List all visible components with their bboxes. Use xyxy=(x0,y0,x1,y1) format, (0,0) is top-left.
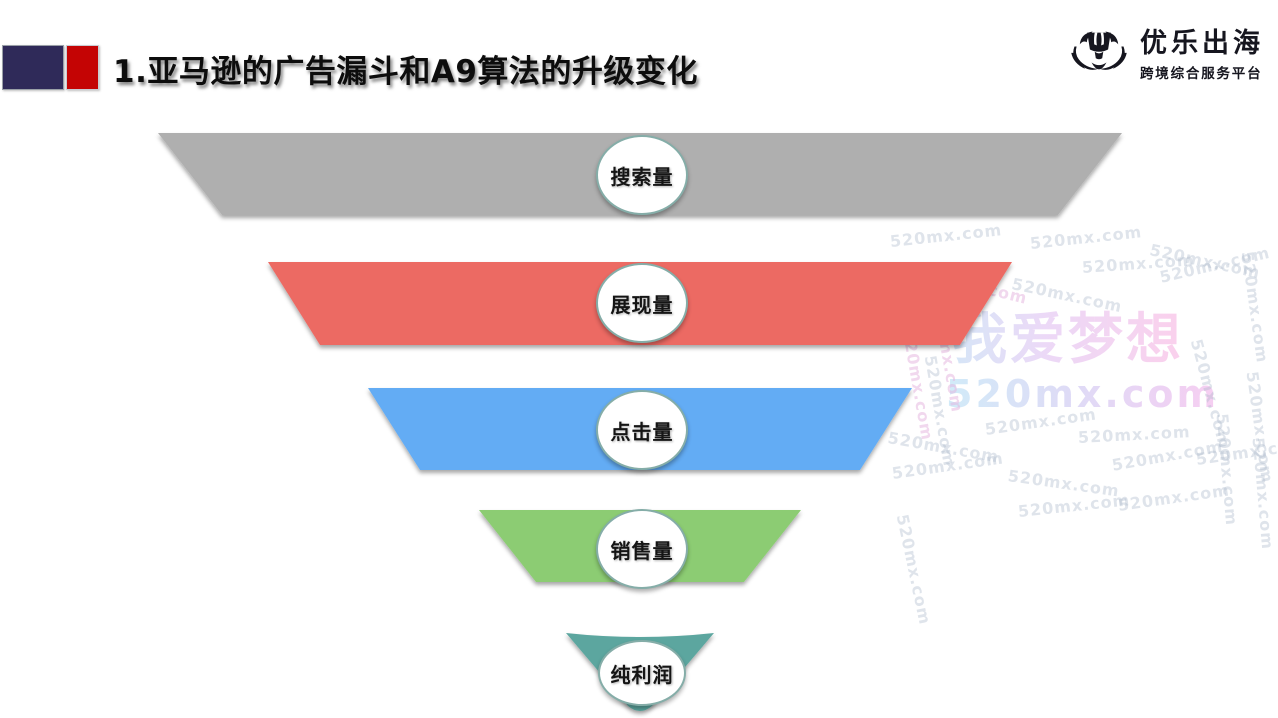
funnel-label-search: 搜索量 xyxy=(610,164,674,189)
funnel-bubble-profit: 纯利润 xyxy=(598,640,686,706)
title-decor-red-square xyxy=(66,45,99,90)
page-title: 1.亚马逊的广告漏斗和A9算法的升级变化 xyxy=(113,54,698,90)
brand-logo: 优乐出海 跨境综合服务平台 xyxy=(1067,26,1264,84)
funnel-label-impressions: 展现量 xyxy=(610,292,674,317)
funnel-label-sales: 销售量 xyxy=(610,538,674,563)
tiger-logo-icon xyxy=(1071,31,1127,70)
logo-text: 优乐出海 跨境综合服务平台 xyxy=(1140,28,1264,81)
logo-name: 优乐出海 xyxy=(1140,28,1264,60)
funnel-label-profit: 纯利润 xyxy=(610,662,674,687)
funnel-bubble-impressions: 展现量 xyxy=(596,263,688,343)
title-decor-navy-square xyxy=(2,45,64,90)
funnel-bubble-sales: 销售量 xyxy=(596,509,688,589)
funnel-bubble-clicks: 点击量 xyxy=(596,390,688,470)
logo-tagline: 跨境综合服务平台 xyxy=(1140,65,1263,82)
funnel-label-clicks: 点击量 xyxy=(610,419,674,444)
funnel-bubble-search: 搜索量 xyxy=(596,135,688,215)
